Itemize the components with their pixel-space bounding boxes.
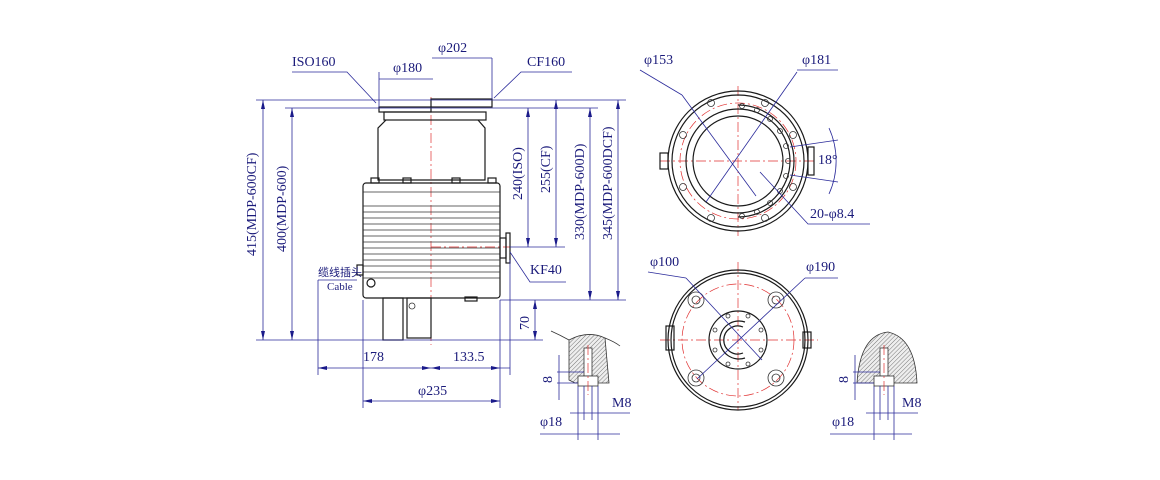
- mounting-detail-left: 8 M8 φ18: [540, 330, 631, 440]
- label-h400: 400(MDP-600): [275, 165, 290, 252]
- label-detail-left-m8: M8: [612, 396, 631, 411]
- label-d100: φ100: [650, 255, 679, 270]
- label-w178: 178: [363, 350, 384, 365]
- label-h415: 415(MDP-600CF): [245, 152, 260, 256]
- label-d180: φ180: [393, 61, 422, 76]
- label-h345: 345(MDP-600DCF): [601, 126, 616, 240]
- label-d235: φ235: [418, 384, 447, 399]
- pump-bottom-view: φ100 φ190: [647, 255, 838, 411]
- label-holes: 20-φ8.4: [810, 207, 854, 222]
- label-h330: 330(MDP-600D): [573, 143, 588, 240]
- label-iso160: ISO160: [292, 55, 336, 70]
- label-w133: 133.5: [453, 350, 485, 365]
- top-view-dimensions: φ153 φ181 18° 20-φ8.4: [639, 53, 854, 222]
- label-cf160: CF160: [527, 55, 565, 70]
- label-d190: φ190: [806, 260, 835, 275]
- pump-top-view: [659, 71, 870, 236]
- label-detail-left-8: 8: [541, 376, 556, 383]
- label-d153: φ153: [644, 53, 673, 68]
- label-h70: 70: [518, 316, 533, 330]
- label-detail-right-d18: φ18: [832, 415, 854, 430]
- label-detail-right-m8: M8: [902, 396, 921, 411]
- label-d181: φ181: [802, 53, 831, 68]
- side-view-dimensions: ISO160 CF160 φ180 φ202 415(MDP-600CF) 40…: [245, 41, 626, 408]
- label-h240: 240(ISO): [511, 147, 526, 200]
- label-detail-right-8: 8: [837, 376, 852, 383]
- label-kf40: KF40: [530, 263, 562, 278]
- label-h255: 255(CF): [539, 145, 554, 193]
- pump-side-view: [356, 97, 511, 345]
- label-angle-18: 18°: [818, 153, 838, 168]
- mounting-detail-right: 8 M8 φ18: [830, 331, 921, 440]
- label-d202: φ202: [438, 41, 467, 56]
- cooling-fins: [363, 191, 500, 279]
- label-detail-left-d18: φ18: [540, 415, 562, 430]
- label-cable-cn: 缆线插头: [318, 265, 362, 279]
- label-cable-en: Cable: [327, 281, 353, 293]
